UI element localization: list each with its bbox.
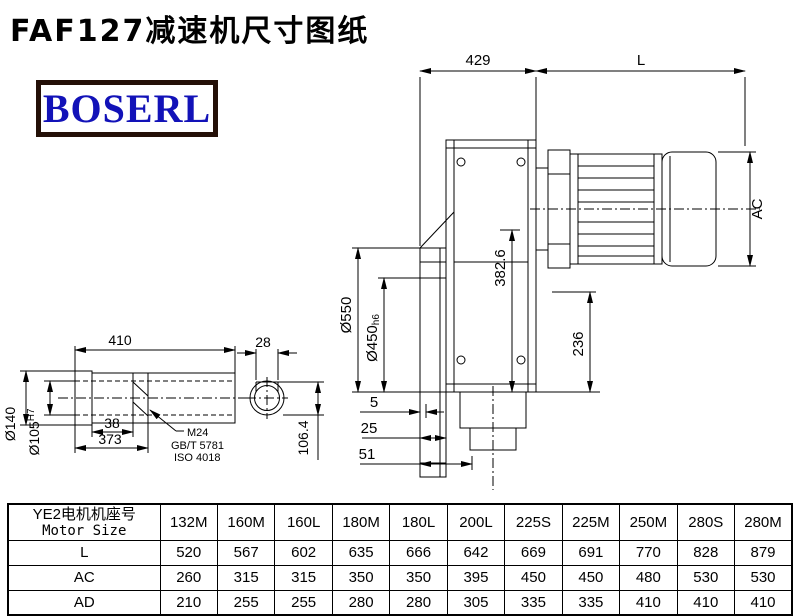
cell: 691 [561,539,621,566]
cell: 335 [561,589,621,616]
dim-ac-lines [718,151,756,267]
dim-shaft-od: Ø140 [2,407,18,441]
dim-inner-height: 382.6 [492,249,509,287]
bolt-icon [456,157,466,167]
cell: 410 [619,589,678,616]
table-header-cn: YE2电机机座号 [32,505,136,523]
cell: 530 [676,564,736,591]
cell: 210 [159,589,218,616]
cell: 635 [331,539,391,566]
dim-bottom-lines [360,404,473,470]
bolt-icon [516,355,526,365]
cell: 255 [274,589,333,616]
row-label-L: L [7,539,161,566]
cell: 450 [504,564,563,591]
gearbox-housing [419,139,549,490]
dim-spigot: Ø450h6 [364,314,382,362]
cell: 280 [331,589,391,616]
cell: 335 [504,589,563,616]
boserl-logo-text: BOSERL [42,85,212,131]
col-header-280M: 280M [734,503,793,541]
table-row-AD: AD 210 255 255 280 280 305 335 335 410 4… [7,589,793,616]
row-label-AD: AD [7,589,161,616]
main-view: 429 L AC Ø550 Ø450h6 382.6 236 [338,52,766,490]
cell: 350 [389,564,448,591]
shaft-detail-view: 410 Ø140 Ø105H7 38 373 M24 GB/T 5781 ISO… [2,332,324,464]
cell: 828 [676,539,736,566]
dim-top-lines [419,68,746,246]
dim-bore: Ø105H7 [26,408,42,455]
dim-gap1: 5 [370,394,378,411]
col-header-180M: 180M [331,503,391,541]
table-header-en: Motor Size [42,522,127,539]
boserl-logo: BOSERL [36,80,218,137]
cell: 260 [159,564,218,591]
cell: 410 [734,589,793,616]
bolt-icon [516,157,526,167]
dim-gap3: 51 [359,446,376,463]
note-standard-iso: ISO 4018 [174,452,220,464]
col-header-160M: 160M [216,503,276,541]
cell: 666 [389,539,448,566]
cell: 350 [331,564,391,591]
table-corner-cell: YE2电机机座号 Motor Size [7,503,161,541]
cell: 879 [734,539,793,566]
mounting-flange [419,247,447,478]
dim-429: 429 [465,52,490,69]
cell: 450 [561,564,621,591]
page-title: FAF127减速机尺寸图纸 [10,14,370,49]
col-header-180L: 180L [389,503,448,541]
col-header-225S: 225S [504,503,563,541]
motor-body [530,149,760,269]
cell: 395 [446,564,506,591]
col-header-280S: 280S [676,503,736,541]
table-row-AC: AC 260 315 315 350 350 395 450 450 480 5… [7,564,793,591]
cell: 602 [274,539,333,566]
cell: 530 [734,564,793,591]
cell: 642 [446,539,506,566]
cell: 315 [216,564,276,591]
cell: 410 [676,589,736,616]
cell: 480 [619,564,678,591]
cell: 520 [159,539,218,566]
cell: 315 [274,564,333,591]
note-standard-gbt: GB/T 5781 [171,440,224,452]
dim-L: L [637,52,645,69]
bolt-icon [456,355,466,365]
col-header-160L: 160L [274,503,333,541]
row-label-AC: AC [7,564,161,591]
cell: 770 [619,539,678,566]
dim-AC: AC [749,198,766,219]
dim-shaft-length: 410 [108,332,132,348]
dim-vertical-lines [352,229,600,393]
dim-gap2: 25 [361,420,378,437]
cell: 669 [504,539,563,566]
table-header-row: YE2电机机座号 Motor Size 132M 160M 160L 180M … [7,503,793,541]
dim-flange-od: Ø550 [338,297,355,334]
motor-size-table: YE2电机机座号 Motor Size 132M 160M 160L 180M … [7,503,793,616]
note-thread: M24 [187,427,208,439]
dim-step: 38 [104,415,120,431]
col-header-225M: 225M [561,503,621,541]
dim-key-depth: 106.4 [295,420,311,455]
table-row-L: L 520 567 602 635 666 642 669 691 770 82… [7,539,793,566]
cell: 255 [216,589,276,616]
col-header-200L: 200L [446,503,506,541]
cell: 305 [446,589,506,616]
fan-cover [661,151,717,267]
dim-key-width: 28 [255,334,271,350]
cell: 280 [389,589,448,616]
dim-hub: 236 [570,331,587,356]
cell: 567 [216,539,276,566]
dim-bore-depth: 373 [98,431,122,447]
col-header-250M: 250M [619,503,678,541]
col-header-132M: 132M [159,503,218,541]
shaft-cross-section [246,377,288,419]
